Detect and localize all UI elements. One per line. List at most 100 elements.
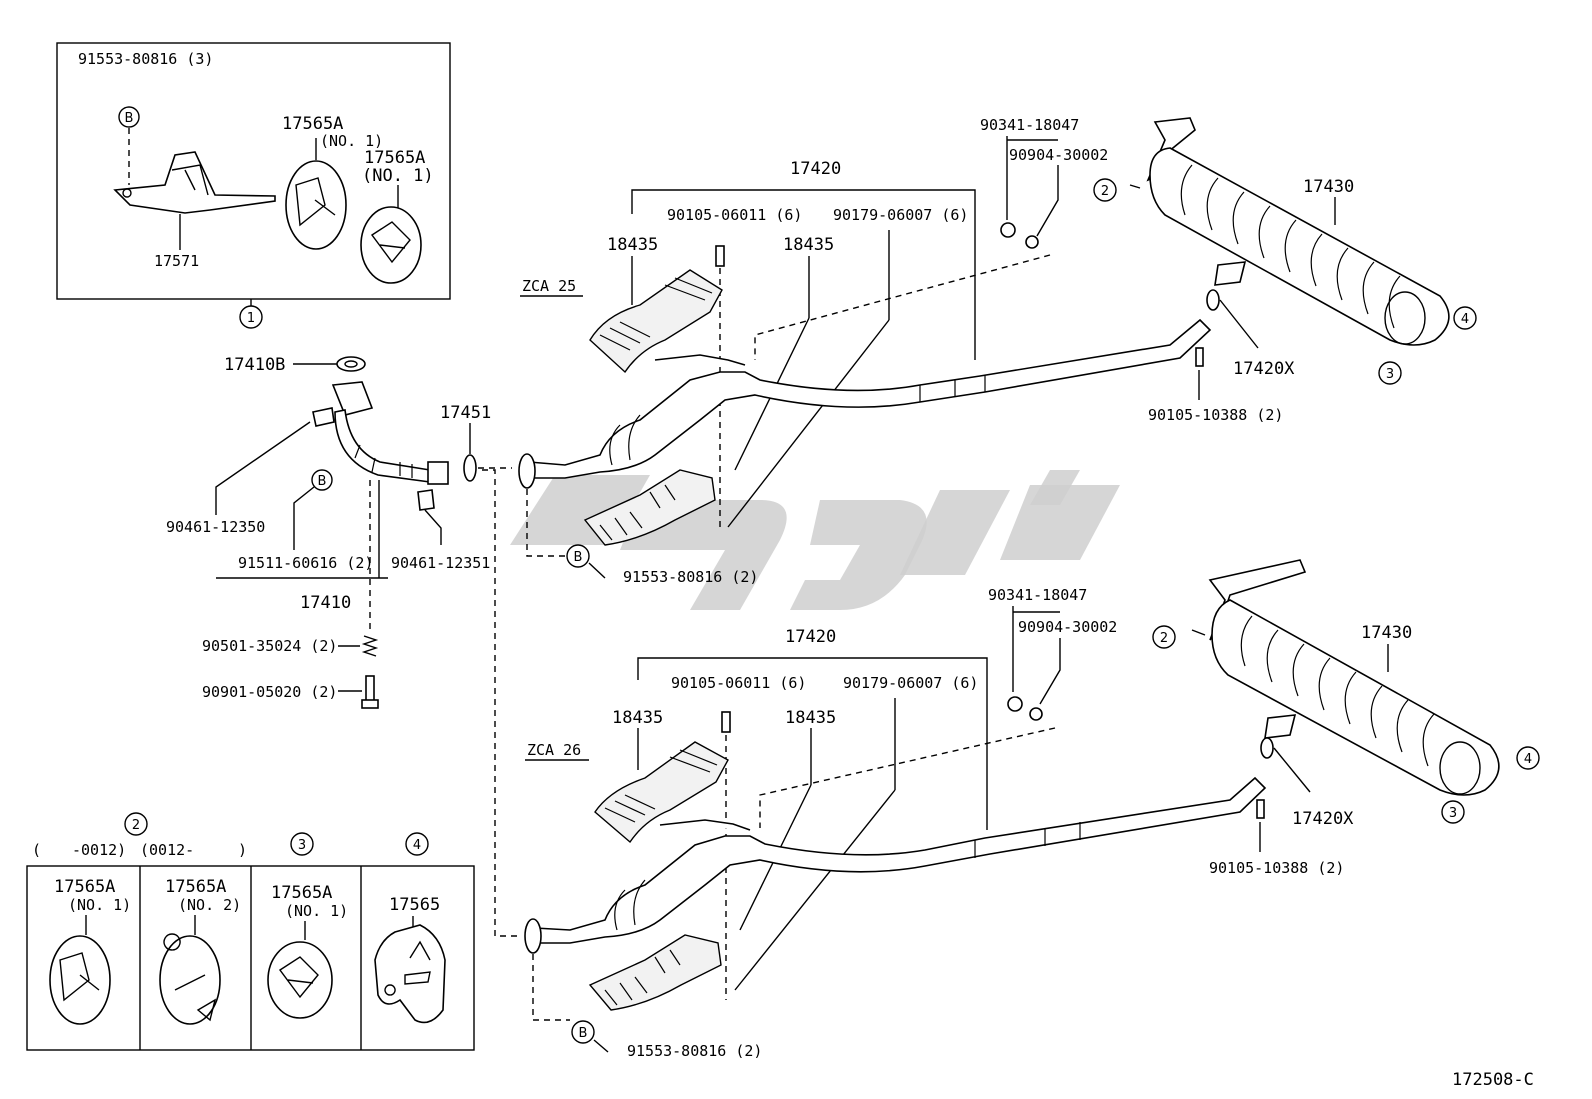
zca25-label-90105-10388: 90105-10388 (2) xyxy=(1148,406,1283,424)
zca26-shield-bottom-ribs xyxy=(604,949,681,1006)
hanger-rubber-2-holes xyxy=(370,221,411,264)
zca26-hook-2 xyxy=(1191,629,1206,636)
inset-label-3: (NO. 1) xyxy=(320,132,383,150)
zca26-hanger-rod xyxy=(659,819,751,831)
leader-91553-26 xyxy=(593,1039,609,1053)
inset-label-2: 17565A xyxy=(282,114,343,134)
zca25-callout-b xyxy=(566,544,590,568)
zca25-pipe-details xyxy=(609,375,986,466)
table-date-open: ( xyxy=(32,841,41,859)
front-pipe-group: 17410B 17451 B 90461-12350 91511-60616 (… xyxy=(166,355,520,937)
zca26-bolt-90105 xyxy=(1256,799,1265,819)
zca25-muffler-17430 xyxy=(1149,147,1450,346)
zca26-label-17430: 17430 xyxy=(1361,623,1412,643)
table-header-3-circle xyxy=(290,832,314,856)
table-cell-4-part: 17565 xyxy=(389,895,440,915)
zca25-hook-2 xyxy=(1129,184,1141,189)
front-label-17410: 17410 xyxy=(300,593,351,613)
table-cell-2-part: 17565A xyxy=(165,877,226,897)
hanger-table: 2 3 4 ( -0012) (0012- ) 17565A (NO. 1) 1… xyxy=(26,812,475,1051)
zca25-muffler-flange xyxy=(1214,261,1247,286)
zca26-label-90179: 90179-06007 (6) xyxy=(843,674,978,692)
zca26-label-17420: 17420 xyxy=(785,627,836,647)
drawing-number: 172508-C xyxy=(1452,1070,1534,1090)
zca26-label-90904: 90904-30002 xyxy=(1018,618,1117,636)
inset-label-6: 17571 xyxy=(154,252,199,270)
zca25-label-18435a: 18435 xyxy=(607,235,658,255)
zca25-heat-shield-bottom xyxy=(583,469,716,546)
bolt-90901-head xyxy=(361,699,379,709)
zca26-label-90341: 90341-18047 xyxy=(988,586,1087,604)
leader-90341-26 xyxy=(1012,606,1060,692)
front-label-17451: 17451 xyxy=(440,403,491,423)
table-header-2-circle xyxy=(124,812,148,836)
zca25-callout-b-text: B xyxy=(574,550,583,565)
zca26-gasket-17420x xyxy=(1260,737,1274,759)
zca26-muffler-17430 xyxy=(1211,599,1500,796)
callout-b-text: B xyxy=(125,111,134,126)
watermark xyxy=(510,470,1120,610)
leader-90179-26b xyxy=(734,789,896,991)
hanger-rubber-2 xyxy=(360,206,422,284)
table-header-3: 3 xyxy=(298,838,306,853)
hanger-rubber-1 xyxy=(285,160,347,250)
inset-frame xyxy=(56,42,451,300)
zca25-gasket-17420x xyxy=(1206,289,1220,311)
zca25-callout-4-text: 4 xyxy=(1461,312,1469,327)
table-hanger-2-holes xyxy=(163,933,217,1022)
zca25-bolt-90105 xyxy=(1195,347,1204,367)
table-date-from: (0012- xyxy=(140,841,194,859)
zca25-label-90105-06011: 90105-06011 (6) xyxy=(667,206,802,224)
zca26-callout-b xyxy=(571,1020,595,1044)
zca26-label-90105-10388: 90105-10388 (2) xyxy=(1209,859,1344,877)
zca25-callout-2 xyxy=(1093,178,1117,202)
zca26-label-18435b: 18435 xyxy=(785,708,836,728)
zca25-shield-top-ribs xyxy=(599,277,713,351)
spring-90501 xyxy=(361,635,379,657)
table-header-2: 2 xyxy=(132,818,140,833)
table-cell-3-part: 17565A xyxy=(271,883,332,903)
zca26-nut xyxy=(1007,696,1023,712)
table-hanger-2 xyxy=(159,935,221,1025)
table-date-to: -0012) xyxy=(72,841,126,859)
table-hanger-4 xyxy=(374,924,446,1024)
zca25-hanger-rod xyxy=(654,354,746,366)
table-header-4-circle xyxy=(405,832,429,856)
front-label-91511: 91511-60616 (2) xyxy=(238,554,373,572)
leader-90341-25 xyxy=(1006,136,1058,220)
zca25-label-90179: 90179-06007 (6) xyxy=(833,206,968,224)
front-label-90901: 90901-05020 (2) xyxy=(202,683,337,701)
callout-1-text: 1 xyxy=(247,311,255,326)
zca26-muffler-end xyxy=(1439,741,1481,795)
zca26-callout-b-text: B xyxy=(579,1026,588,1041)
zca25-callout-4 xyxy=(1453,306,1477,330)
table-hanger-3-holes xyxy=(278,956,319,999)
zca25-muffler-end xyxy=(1384,291,1426,345)
leader-17420x-26 xyxy=(1273,747,1311,793)
leader-90904-26 xyxy=(1039,638,1061,705)
table-hanger-1-holes xyxy=(59,952,100,1002)
front-label-90501: 90501-35024 (2) xyxy=(202,637,337,655)
zca26-label-90105-06011: 90105-06011 (6) xyxy=(671,674,806,692)
zca26-model: ZCA 26 xyxy=(527,741,581,759)
zca26-muffler-ribs xyxy=(1240,615,1435,767)
zca25-callout-3-text: 3 xyxy=(1386,367,1394,382)
zca26-callout-2 xyxy=(1152,625,1176,649)
leader-91511 xyxy=(293,486,315,550)
zca25-label-91553: 91553-80816 (2) xyxy=(623,568,758,586)
zca26-label-17420x: 17420X xyxy=(1292,809,1354,829)
zca25-shield-bottom-ribs xyxy=(599,484,676,541)
gasket-17410b xyxy=(336,356,366,372)
zca25-label-90904: 90904-30002 xyxy=(1009,146,1108,164)
clamp-90461-12350 xyxy=(312,407,335,427)
zca26-b-dash xyxy=(532,954,570,1021)
table-cell-1-sub: (NO. 1) xyxy=(68,896,131,914)
zca26-flange xyxy=(524,918,542,954)
front-callout-b-text: B xyxy=(318,474,327,489)
inset-label-4: 17565A xyxy=(364,148,425,168)
zca26-shield-top-ribs xyxy=(604,749,718,823)
table-cell-3-sub: (NO. 1) xyxy=(285,902,348,920)
callout-b-circle xyxy=(118,106,140,128)
zca26-nut-dash xyxy=(759,727,1056,828)
